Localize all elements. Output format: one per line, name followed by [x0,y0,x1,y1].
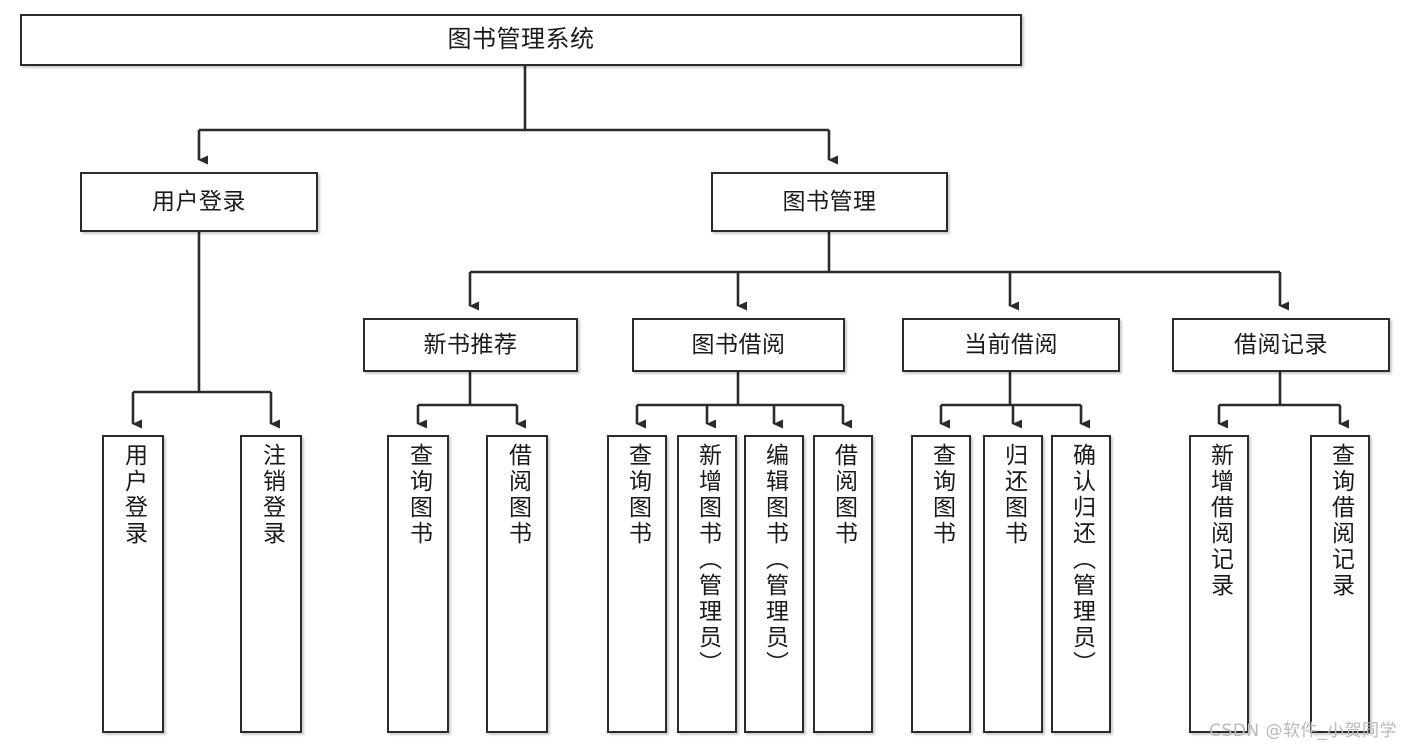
leaf-add-book-admin-label: 新增图书（管理员） [694,443,721,677]
leaf-confirm-return-admin[interactable]: 确认归还（管理员） [1051,435,1111,733]
wire-group-book-manage [468,232,1289,311]
node-root[interactable]: 图书管理系统 [20,14,1022,66]
node-book-manage[interactable]: 图书管理 [711,172,948,232]
leaf-query-book-1[interactable]: 查询图书 [387,435,449,733]
wire-group-user-login [131,232,280,429]
wire-group-book-borrow [635,372,852,429]
leaf-borrow-book-2[interactable]: 借阅图书 [813,435,873,733]
leaf-query-book-3[interactable]: 查询图书 [911,435,971,733]
leaf-add-book-admin[interactable]: 新增图书（管理员） [677,435,737,733]
wire-group-borrow-record [1217,372,1349,429]
node-book-borrow-label: 图书借阅 [691,331,786,358]
leaf-edit-book-admin[interactable]: 编辑图书（管理员） [744,435,804,733]
node-user-login-label: 用户登录 [152,188,246,215]
node-current-borrow[interactable]: 当前借阅 [902,318,1120,372]
node-book-manage-label: 图书管理 [782,188,877,215]
leaf-edit-book-admin-label: 编辑图书（管理员） [761,443,788,677]
wire-group-root [197,66,838,165]
node-new-book-recommend[interactable]: 新书推荐 [363,318,578,372]
node-current-borrow-label: 当前借阅 [964,331,1058,358]
node-book-borrow[interactable]: 图书借阅 [632,318,845,372]
leaf-return-book[interactable]: 归还图书 [983,435,1043,733]
leaf-confirm-return-admin-label: 确认归还（管理员） [1068,443,1095,677]
leaf-user-logout[interactable]: 注销登录 [240,435,302,733]
leaf-borrow-book-1-label: 借阅图书 [504,443,531,547]
wire-group-current-borrow [939,372,1090,429]
leaf-user-logout-label: 注销登录 [258,443,285,547]
leaf-add-borrow-record-label: 新增借阅记录 [1206,443,1233,599]
node-borrow-record-label: 借阅记录 [1234,331,1328,358]
leaf-query-book-1-label: 查询图书 [405,443,432,547]
node-user-login[interactable]: 用户登录 [80,172,318,232]
node-new-book-recommend-label: 新书推荐 [423,331,518,358]
leaf-return-book-label: 归还图书 [1000,443,1027,547]
leaf-add-borrow-record[interactable]: 新增借阅记录 [1189,435,1249,733]
leaf-query-borrow-record[interactable]: 查询借阅记录 [1310,435,1370,733]
leaf-borrow-book-2-label: 借阅图书 [830,443,857,547]
node-borrow-record[interactable]: 借阅记录 [1172,318,1390,372]
leaf-query-borrow-record-label: 查询借阅记录 [1327,443,1354,599]
leaf-borrow-book-1[interactable]: 借阅图书 [486,435,548,733]
leaf-user-login-label: 用户登录 [120,443,147,547]
leaf-query-book-2[interactable]: 查询图书 [607,435,667,733]
node-root-label: 图书管理系统 [447,25,595,54]
watermark-text: CSDN @软件_小贺同学 [1209,721,1397,741]
wire-group-new-book [416,372,526,429]
leaf-user-login[interactable]: 用户登录 [102,435,164,733]
leaf-query-book-2-label: 查询图书 [624,443,651,547]
leaf-query-book-3-label: 查询图书 [928,443,955,547]
